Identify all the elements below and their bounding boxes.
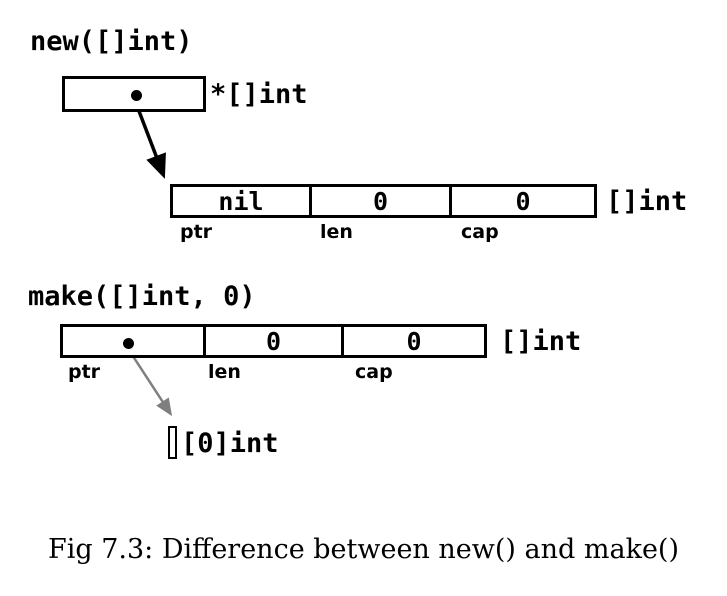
make-slice-len-value: 0: [265, 326, 282, 356]
new-slice-cap-label: cap: [461, 221, 499, 243]
new-slice-ptr-cell: nil: [170, 184, 312, 218]
new-slice-ptr-value: nil: [218, 186, 264, 216]
make-title: make([]int, 0): [28, 281, 256, 312]
make-slice-type-label: []int: [500, 326, 582, 357]
new-slice-struct: nil 0 0: [170, 184, 597, 218]
new-slice-type-label: []int: [606, 186, 688, 217]
make-slice-cap-value: 0: [406, 326, 422, 356]
make-slice-struct: 0 0: [60, 324, 487, 358]
pointer-dot: [131, 90, 142, 101]
empty-array-type-label: [0]int: [181, 428, 279, 459]
new-slice-len-label: len: [320, 221, 353, 243]
new-slice-ptr-label: ptr: [180, 221, 213, 243]
make-slice-ptr-label: ptr: [68, 361, 101, 383]
make-pointer-dot: [123, 338, 134, 349]
make-slice-len-label: len: [208, 361, 241, 383]
empty-array-box: [168, 426, 177, 459]
make-slice-cap-label: cap: [355, 361, 393, 383]
new-pointer-box: [62, 76, 206, 112]
new-title: new([]int): [30, 26, 193, 57]
make-slice-ptr-cell: [60, 324, 206, 358]
new-pointer-type-label: *[]int: [210, 79, 308, 110]
new-slice-cap-value: 0: [515, 186, 531, 216]
new-slice-len-value: 0: [372, 186, 389, 216]
new-slice-cap-cell: 0: [449, 184, 597, 218]
figure-caption: Fig 7.3: Difference between new() and ma…: [48, 534, 679, 565]
make-slice-len-cell: 0: [203, 324, 344, 358]
new-slice-len-cell: 0: [309, 184, 452, 218]
make-slice-cap-cell: 0: [341, 324, 487, 358]
